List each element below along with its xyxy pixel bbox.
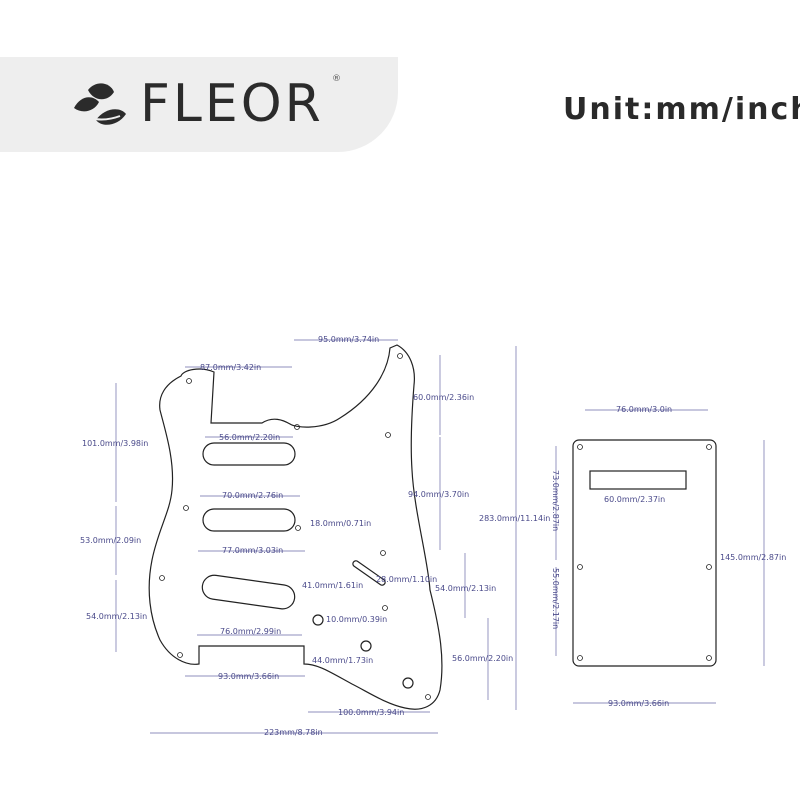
dim-bridge-cutout-width: 76.0mm/2.99in: [220, 627, 281, 636]
registered-mark: ®: [332, 74, 341, 84]
dim-right-mid-height: 94.0mm/3.70in: [408, 490, 469, 499]
dim-right-lower-height: 54.0mm/2.13in: [435, 584, 496, 593]
dim-upper-horn-width: 87.0mm/3.42in: [200, 363, 261, 372]
dim-left-upper-height: 101.0mm/3.98in: [82, 439, 148, 448]
header-banner: [0, 57, 398, 152]
dim-pickup-gap: 18.0mm/0.71in: [310, 519, 371, 528]
dim-knob-spacing: 44.0mm/1.73in: [312, 656, 373, 665]
dim-middle-span: 77.0mm/3.03in: [222, 546, 283, 555]
backplate-outline: [572, 439, 717, 667]
dim-right-top-height: 60.0mm/2.36in: [413, 393, 474, 402]
backplate-screw-holes: [577, 444, 712, 661]
dim-jack-height: 56.0mm/2.20in: [452, 654, 513, 663]
dim-total-height: 283.0mm/11.14in: [479, 514, 550, 523]
dim-top-neck-width: 95.0mm/3.74in: [318, 335, 379, 344]
dim-backplate-top-width: 76.0mm/3.0in: [616, 405, 672, 414]
dim-lower-width: 100.0mm/3.94in: [338, 708, 404, 717]
dim-backplate-lower-height: 55.0mm/2.17in: [551, 568, 560, 629]
dimension-lines: [115, 339, 765, 734]
pickguard-outline: [148, 344, 443, 710]
dim-backplate-upper-height: 73.0mm/2.87in: [551, 470, 560, 531]
pickguard-screw-holes: [159, 353, 431, 700]
dim-selector-width: 41.0mm/1.61in: [302, 581, 363, 590]
dim-total-width: 223mm/8.78in: [264, 728, 323, 737]
dim-backplate-slot-width: 60.0mm/2.37in: [604, 495, 665, 504]
dim-neck-pickup-width: 56.0mm/2.20in: [219, 433, 280, 442]
dim-knob-hole: 10.0mm/0.39in: [326, 615, 387, 624]
leaf-icon: [74, 83, 126, 125]
unit-label: Unit:mm/inch: [563, 92, 800, 127]
dim-bottom-cutout-width: 93.0mm/3.66in: [218, 672, 279, 681]
dim-left-lower-height: 54.0mm/2.13in: [86, 612, 147, 621]
dim-selector-slot: 28.0mm/1.10in: [376, 575, 437, 584]
dim-backplate-bottom-width: 93.0mm/3.66in: [608, 699, 669, 708]
dim-left-mid-height: 53.0mm/2.09in: [80, 536, 141, 545]
brand-name: FLEOR: [140, 74, 324, 134]
dim-backplate-total-height: 145.0mm/2.87in: [720, 553, 786, 562]
dim-middle-pickup-width: 70.0mm/2.76in: [222, 491, 283, 500]
